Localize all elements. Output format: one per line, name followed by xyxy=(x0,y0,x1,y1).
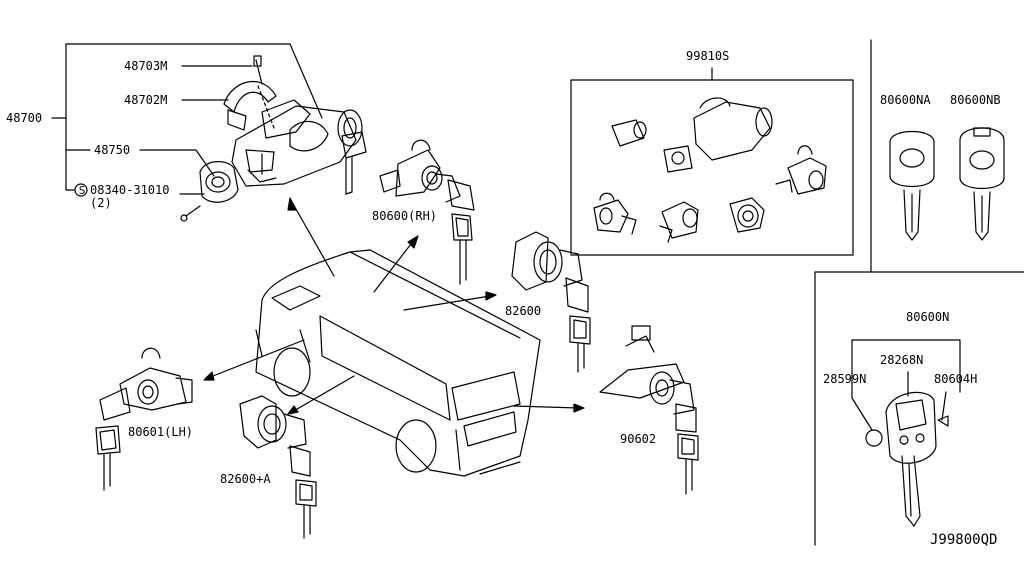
ignition-lock-assembly xyxy=(180,55,367,222)
label-48750: 48750 xyxy=(94,143,131,157)
back-door-lock-90602 xyxy=(599,325,699,495)
label-48702m: 48702M xyxy=(124,93,168,107)
label-08340-31010: 08340-31010 xyxy=(90,183,170,197)
diagram-code: J99800QD xyxy=(930,532,998,548)
label-80600-rh: 80600(RH) xyxy=(372,209,438,223)
label-80600n: 80600N xyxy=(906,310,950,324)
label-80604h: 80604H xyxy=(934,372,978,386)
label-90602: 90602 xyxy=(620,432,657,446)
label-28599n: 28599N xyxy=(823,372,867,386)
label-80600na: 80600NA xyxy=(880,93,931,107)
bolt-symbol-icon xyxy=(74,183,88,197)
door-lock-82600a xyxy=(239,395,317,539)
kit-99810s-parts xyxy=(593,97,827,243)
key-panel-frame xyxy=(814,39,1024,546)
label-48703m: 48703M xyxy=(124,59,168,73)
location-arrows xyxy=(203,197,585,415)
label-48700: 48700 xyxy=(6,111,43,125)
label-99810s: 99810S xyxy=(686,49,730,63)
label-80600nb: 80600NB xyxy=(950,93,1001,107)
door-lock-lh-80601 xyxy=(95,347,193,491)
door-lock-rh-80600 xyxy=(379,139,475,285)
label-82600a: 82600+A xyxy=(220,472,271,486)
key-80600nb xyxy=(959,127,1005,241)
kit-99810s-frame xyxy=(570,67,854,256)
bolt-symbol-letter: S xyxy=(78,184,86,197)
key-80600na xyxy=(889,131,935,241)
van-body xyxy=(255,249,541,477)
bracket-48700 xyxy=(51,43,323,195)
label-08340-qty: (2) xyxy=(90,196,112,210)
remote-key-80600n xyxy=(851,339,961,527)
label-80601-lh: 80601(LH) xyxy=(128,425,194,439)
label-82600: 82600 xyxy=(505,304,542,318)
door-lock-82600 xyxy=(511,231,591,373)
label-28268n: 28268N xyxy=(880,353,924,367)
